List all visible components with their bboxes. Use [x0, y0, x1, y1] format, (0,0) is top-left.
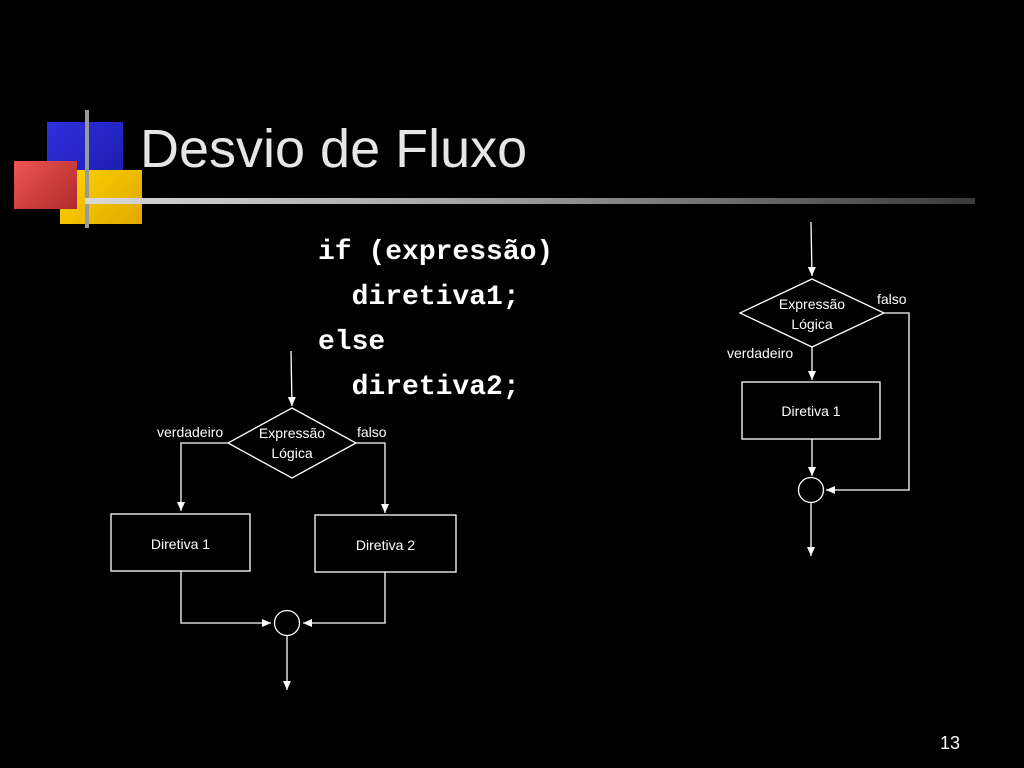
code-line: diretiva1; — [318, 282, 520, 313]
junction-node — [273, 609, 301, 637]
statement-box-2-label: Diretiva 2 — [356, 537, 415, 553]
decision-diamond — [226, 407, 358, 479]
condition-text-line1: Expressão — [259, 425, 325, 441]
page-number: 13 — [940, 733, 961, 753]
false-branch-line — [826, 312, 910, 494]
flowchart-if-else — [110, 350, 457, 690]
entry-arrow — [807, 221, 816, 277]
deco-red-square — [14, 161, 77, 209]
page-title: Desvio de Fluxo — [140, 119, 528, 179]
merge-line-left — [180, 571, 271, 627]
title-divider — [85, 198, 975, 204]
statement-box-1-label: Diretiva 1 — [151, 536, 210, 552]
condition-text-line2: Lógica — [271, 445, 312, 461]
false-branch-line — [356, 442, 389, 513]
code-block: if (expressão) diretiva1; else diretiva2; — [318, 230, 553, 410]
entry-arrow — [287, 350, 296, 407]
code-line: diretiva2; — [318, 372, 520, 403]
condition-text-line1: Expressão — [779, 296, 845, 312]
false-label: falso — [357, 424, 387, 440]
true-label: verdadeiro — [157, 424, 223, 440]
merge-line-right — [303, 572, 386, 627]
decision-diamond — [738, 278, 886, 348]
deco-vertical-line — [85, 110, 89, 228]
flowchart-if — [738, 221, 910, 556]
junction-node — [797, 476, 825, 504]
false-label: falso — [877, 291, 907, 307]
code-line: if (expressão) — [318, 237, 554, 268]
statement-box-1 — [741, 381, 881, 440]
condition-text-line2: Lógica — [791, 316, 832, 332]
statement-box-1-label: Diretiva 1 — [781, 403, 840, 419]
true-label: verdadeiro — [727, 345, 793, 361]
true-branch-line — [177, 442, 228, 511]
code-line: else — [318, 327, 386, 358]
